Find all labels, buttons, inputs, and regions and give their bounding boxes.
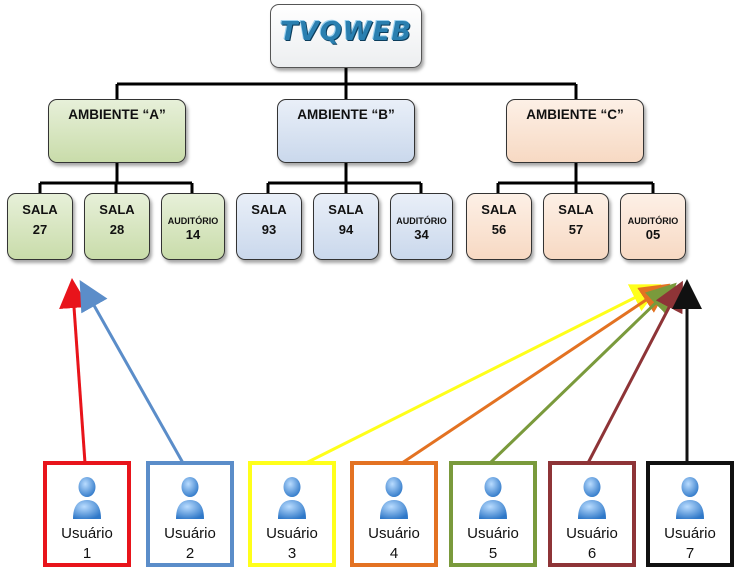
room-b-3: AUDITÓRIO 34	[390, 193, 453, 260]
user-3-card: Usuário 3	[248, 461, 336, 567]
user-6-card: Usuário 6	[548, 461, 636, 567]
room-number: 05	[645, 227, 661, 242]
room-number: 57	[568, 222, 584, 237]
room-label: SALA	[251, 202, 287, 217]
room-c-1: SALA 56	[466, 193, 532, 260]
user-label: Usuário	[467, 525, 519, 542]
user-label: Usuário	[61, 525, 113, 542]
user-number: 2	[185, 545, 195, 562]
arrow-user-6	[586, 280, 683, 464]
user-number: 5	[488, 545, 498, 562]
user-icon	[73, 477, 101, 519]
user-label: Usuário	[566, 525, 618, 542]
room-label: SALA	[481, 202, 517, 217]
tree-connectors	[38, 68, 655, 193]
arrow-user-1	[59, 278, 90, 464]
arrow-user-5	[488, 282, 677, 465]
user-icon	[278, 477, 306, 519]
user-number: 6	[587, 545, 597, 562]
user-label: Usuário	[164, 525, 216, 542]
room-a-3: AUDITÓRIO 14	[161, 193, 225, 260]
room-number: 93	[261, 222, 277, 237]
user-label: Usuário	[266, 525, 318, 542]
user-number: 3	[287, 545, 297, 562]
user-4-card: Usuário 4	[350, 461, 438, 567]
room-number: 27	[32, 222, 48, 237]
room-number: 14	[185, 227, 201, 242]
user-1-card: Usuário 1	[43, 461, 131, 567]
room-label: AUDITÓRIO	[167, 216, 219, 226]
room-label: AUDITÓRIO	[396, 216, 447, 226]
ambiente-b-box: AMBIENTE “B”	[277, 99, 415, 163]
ambiente-a-title: AMBIENTE “A”	[68, 107, 166, 122]
arrow-user-2	[79, 279, 185, 464]
room-label: SALA	[558, 202, 594, 217]
user-5-card: Usuário 5	[449, 461, 537, 567]
user-icon	[676, 477, 704, 519]
ambiente-a-box: AMBIENTE “A”	[48, 99, 186, 163]
room-number: 28	[109, 222, 125, 237]
room-b-1: SALA 93	[236, 193, 302, 260]
room-label: SALA	[22, 202, 58, 217]
user-7-card: Usuário 7	[646, 461, 734, 567]
user-icon	[578, 477, 606, 519]
logo-box: TVQWEB	[270, 4, 422, 68]
user-icon	[176, 477, 204, 519]
room-c-3: AUDITÓRIO 05	[620, 193, 686, 260]
user-number: 1	[82, 545, 92, 562]
user-number: 7	[685, 545, 695, 562]
user-icon	[380, 477, 408, 519]
user-arrows	[59, 278, 702, 465]
user-2-card: Usuário 2	[146, 461, 234, 567]
room-b-2: SALA 94	[313, 193, 379, 260]
room-label: SALA	[328, 202, 364, 217]
arrow-user-3	[305, 284, 662, 465]
user-label: Usuário	[664, 525, 716, 542]
ambiente-b-title: AMBIENTE “B”	[297, 107, 395, 122]
ambiente-c-title: AMBIENTE “C”	[526, 107, 624, 122]
room-label: SALA	[99, 202, 135, 217]
user-icon	[479, 477, 507, 519]
user-number: 4	[389, 545, 399, 562]
room-number: 56	[491, 222, 507, 237]
ambiente-c-box: AMBIENTE “C”	[506, 99, 644, 163]
arrow-user-4	[401, 283, 671, 465]
room-number: 94	[338, 222, 354, 237]
room-a-1: SALA 27	[7, 193, 73, 260]
user-label: Usuário	[368, 525, 420, 542]
tvqweb-logo: TVQWEB	[279, 17, 413, 47]
room-a-2: SALA 28	[84, 193, 150, 260]
room-number: 34	[414, 227, 429, 242]
room-c-2: SALA 57	[543, 193, 609, 260]
room-label: AUDITÓRIO	[627, 216, 679, 226]
